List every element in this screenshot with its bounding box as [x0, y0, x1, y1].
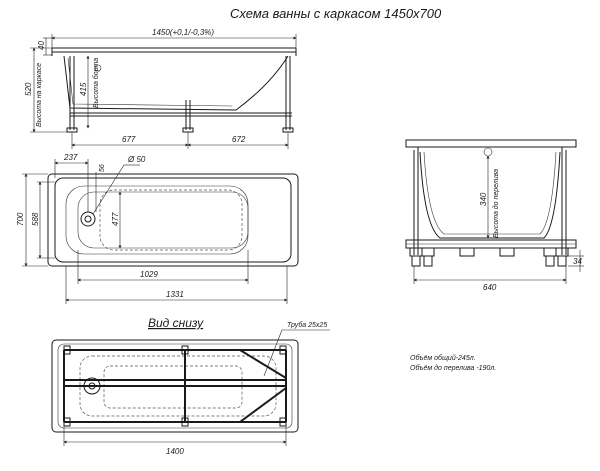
end-view: 340 Высота до перелива 34 640: [405, 139, 584, 292]
end-width: 640: [483, 283, 497, 292]
top-view: Ø 50 237 56 700 588 477 1029 1331: [16, 153, 299, 304]
board-height-caption: Высота борта: [92, 58, 100, 108]
top-width: 700: [16, 212, 25, 226]
volume-total: Объём общий-245л.: [410, 354, 476, 362]
inner-width: 588: [31, 212, 40, 226]
inner-length: 1331: [166, 290, 184, 299]
overflow-depth-caption: Высота до перелива: [492, 169, 500, 238]
side-view: 1450(+0,1/-0,3%) 40 520 Высота на каркас…: [24, 28, 297, 149]
frame-height-caption: Высота на каркасе: [36, 63, 43, 127]
bottom-view-caption: Вид снизу: [148, 316, 204, 330]
bottom-width: 477: [111, 212, 120, 226]
foot-height: 34: [573, 257, 582, 266]
left-leg-spacing: 677: [122, 135, 136, 144]
drawing-title: Схема ванны с каркасом 1450х700: [230, 6, 442, 21]
overflow-depth: 340: [479, 192, 488, 206]
frame-height-value: 520: [24, 82, 33, 96]
drain-gap: 56: [99, 164, 106, 172]
bottom-length: 1029: [140, 270, 158, 279]
rim-height-label: 40: [37, 41, 46, 50]
bottom-length: 1400: [166, 447, 184, 456]
right-leg-spacing: 672: [232, 135, 246, 144]
board-height-value: 415: [79, 82, 88, 96]
pipe-label: Труба 25х25: [287, 321, 327, 329]
drain-diameter: Ø 50: [127, 155, 146, 164]
side-length-label: 1450(+0,1/-0,3%): [152, 28, 214, 37]
bottom-view: Вид снизу Труба 25х25 1400: [51, 316, 330, 456]
drain-offset: 237: [63, 153, 78, 162]
volume-overflow: Объём до перелива -190л.: [410, 364, 496, 372]
